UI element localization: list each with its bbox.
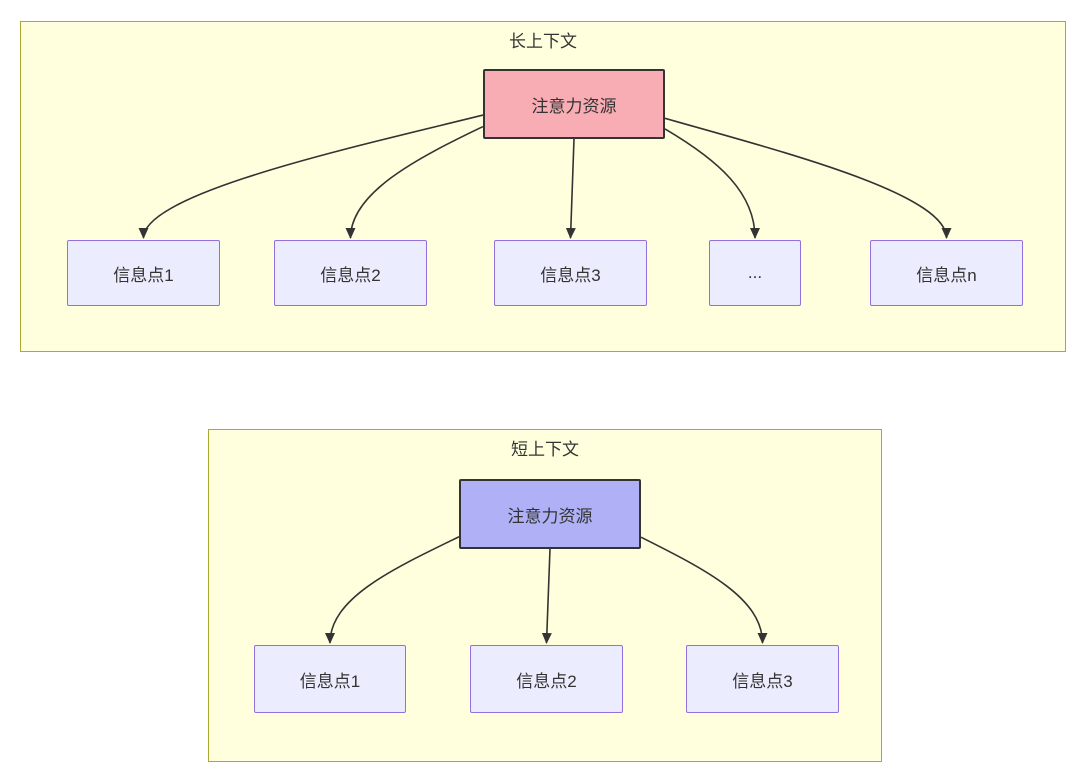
ellipsis-node-long: ...: [709, 240, 801, 306]
connector-arrow: [138, 114, 484, 239]
connector-arrow: [664, 128, 760, 239]
attention-resource-node-short: 注意力资源: [459, 479, 641, 549]
short-context-panel: 短上下文 注意力资源 信息点1 信息点2 信息点3: [208, 429, 882, 762]
info-point-3-label-long: 信息点3: [540, 265, 601, 285]
info-point-1-label-long: 信息点1: [113, 265, 174, 285]
info-point-n-label-long: 信息点n: [916, 265, 977, 285]
attention-resource-node-long: 注意力资源: [483, 69, 665, 139]
ellipsis-label-long: ...: [747, 263, 763, 282]
info-point-1-label-short: 信息点1: [299, 671, 361, 691]
connector-arrow: [565, 138, 576, 239]
connector-arrow: [640, 536, 768, 644]
info-point-2-node-long: 信息点2: [274, 240, 427, 306]
connector-arrow: [345, 125, 484, 239]
info-point-2-node-short: 信息点2: [470, 645, 623, 713]
attention-resource-label-short: 注意力资源: [507, 506, 593, 526]
connector-arrow: [325, 536, 460, 644]
info-point-1-node-short: 信息点1: [254, 645, 406, 713]
info-point-3-node-short: 信息点3: [686, 645, 839, 713]
connector-arrow: [541, 548, 552, 644]
info-point-2-label-long: 信息点2: [320, 265, 381, 285]
long-context-title: 长上下文: [509, 32, 577, 51]
info-point-3-label-short: 信息点3: [732, 671, 793, 691]
info-point-3-node-long: 信息点3: [494, 240, 647, 306]
connector-arrow: [664, 117, 952, 239]
info-point-n-node-long: 信息点n: [870, 240, 1023, 306]
attention-resource-label-long: 注意力资源: [531, 96, 617, 116]
long-context-panel: 长上下文 注意力资源 信息点1 信息点2 信息点3 ... 信息点n: [20, 21, 1066, 352]
info-point-2-label-short: 信息点2: [516, 671, 577, 691]
info-point-1-node-long: 信息点1: [67, 240, 220, 306]
short-context-title: 短上下文: [511, 440, 579, 459]
